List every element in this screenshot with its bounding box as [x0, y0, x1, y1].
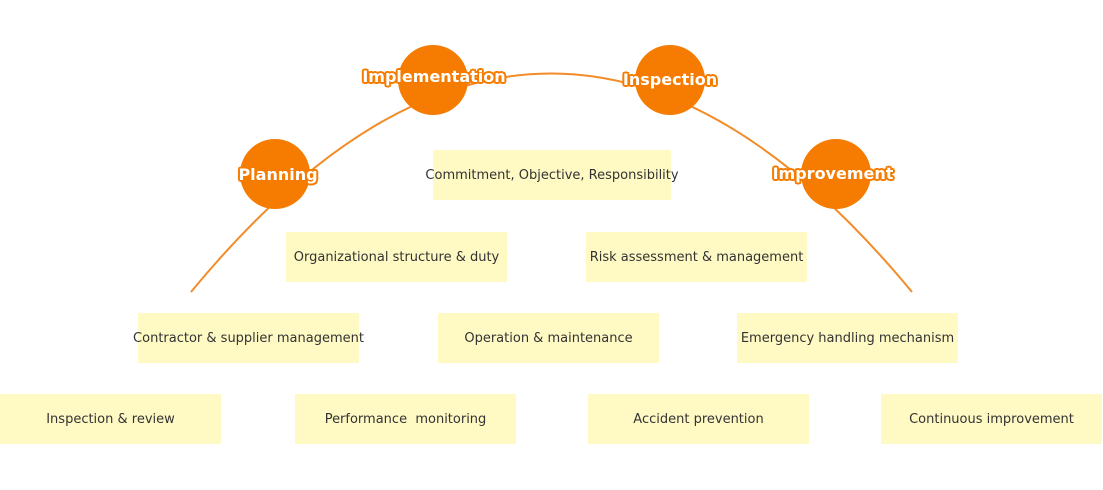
stage-circle-planning — [240, 139, 310, 209]
element-continuous-improvement: Continuous improvement — [881, 394, 1102, 444]
element-contractor-supplier: Contractor & supplier management — [133, 313, 364, 363]
element-emergency-handling: Emergency handling mechanism — [737, 313, 958, 363]
element-commitment-objective-responsibility: Commitment, Objective, Responsibility — [425, 150, 679, 200]
stage-circle-inspection — [635, 45, 705, 115]
stage-label-planning: Planning — [238, 165, 318, 184]
element-risk-assessment: Risk assessment & management — [586, 232, 807, 282]
element-accident-prevention: Accident prevention — [588, 394, 809, 444]
stage-circle-improvement — [801, 139, 871, 209]
stage-label-inspection: Inspection — [622, 70, 718, 89]
element-operation-maintenance: Operation & maintenance — [438, 313, 659, 363]
stage-label-implementation: Implementation — [362, 67, 506, 86]
stage-label-improvement: Improvement — [772, 164, 894, 183]
element-inspection-review: Inspection & review — [0, 394, 221, 444]
element-organizational-structure: Organizational structure & duty — [286, 232, 507, 282]
element-performance-monitoring: Performance monitoring — [295, 394, 516, 444]
stage-circle-implementation — [398, 45, 468, 115]
